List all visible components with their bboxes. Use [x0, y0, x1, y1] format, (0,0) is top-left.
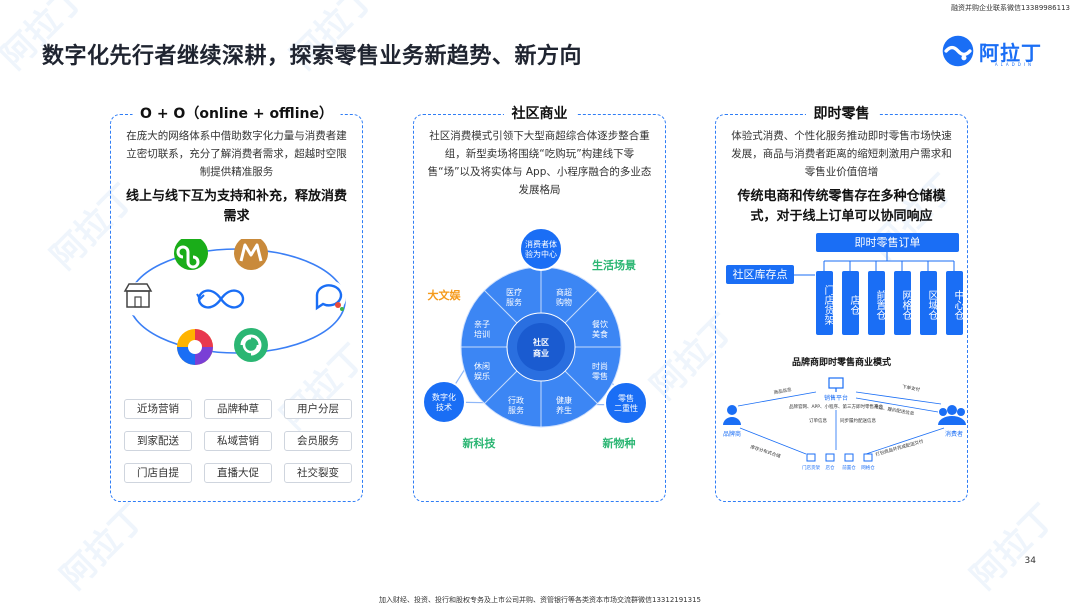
- tag-item: 社交裂变: [284, 463, 352, 483]
- flow-sync-info: 同步履约配送信息: [840, 417, 876, 424]
- community-wheel-diagram: 社区 商业 医疗 服务 商超 购物 餐饮 美食 时尚 零售 健康 养生 行政 服…: [422, 227, 648, 450]
- warehouse-item: 前置仓: [868, 271, 885, 335]
- wheel-center-label-1: 社区: [532, 337, 549, 347]
- segment-health: 健康: [556, 395, 572, 405]
- chat-bubble-icon: [312, 280, 346, 314]
- instant-retail-panel: 即时零售 体验式消费、个性化服务推动即时零售市场快速发展，商品与消费者距离的缩短…: [715, 103, 968, 502]
- warehouse-item: 网格仓: [894, 271, 911, 335]
- page-title: 数字化先行者继续深耕，探索零售业务新趋势、新方向: [42, 44, 583, 69]
- green-app-icon: [234, 328, 268, 362]
- photo-app-icon: [177, 329, 213, 365]
- o2o-highlight: 线上与线下互为支持和补充，释放消费需求: [125, 189, 347, 224]
- contact-note: 融资并购企业联系微信13389986113: [951, 4, 1070, 12]
- flow-delivery-info: 商品、履约配送信息: [874, 403, 916, 417]
- tag-item: 到家配送: [124, 431, 192, 451]
- warehouse-list: 门店货架 店仓 前置仓 网格仓 区域仓 中心仓: [816, 271, 966, 335]
- o2o-title: O + O（online + offline）: [132, 103, 341, 123]
- watermark: 阿拉丁: [963, 496, 1064, 598]
- brand-label: 品牌商: [723, 430, 741, 438]
- svg-text:验为中心: 验为中心: [525, 249, 557, 259]
- storage-node-label: 门店货架: [802, 464, 820, 471]
- infinity-loop-icon: [196, 289, 245, 309]
- brand-app-icon: [234, 239, 268, 270]
- instant-highlight: 传统电商和传统零售存在多种仓储模式，对于线上订单可以协同响应: [737, 189, 946, 224]
- instant-order-box: 即时零售订单: [816, 233, 959, 252]
- o2o-ecosystem-diagram: [121, 239, 346, 365]
- brand-person-icon: [723, 405, 741, 425]
- segment-fashion: 时尚: [592, 361, 608, 371]
- flow-stock: 库存分布式仓储: [749, 443, 782, 460]
- instant-title: 即时零售: [805, 103, 878, 123]
- flow-product-info: 商品信息: [773, 386, 792, 396]
- o2o-description: 在庞大的网络体系中借助数字化力量与消费者建立密切联系，充分了解消费者需求，超越时…: [126, 130, 347, 178]
- logo-subtext: ALADDIN: [994, 62, 1034, 67]
- community-description: 社区消费模式引领下大型商超综合体逐步整合重组，新型卖场将围绕“吃购玩”构建线下零…: [427, 130, 652, 196]
- wheel-center-label-2: 商业: [533, 348, 549, 358]
- svg-text:美食: 美食: [592, 329, 608, 339]
- footer-note: 加入财经、投资、投行和股权专务及上市公司并购、资管银行等各类资本市场交流群微信1…: [379, 596, 701, 604]
- segment-leisure: 休闲: [474, 361, 490, 371]
- flow-pack-deliver: 打包商品并完成配送交付: [875, 437, 925, 458]
- segment-supermarket: 商超: [556, 287, 572, 297]
- page-number: 34: [1024, 556, 1036, 566]
- svg-text:养生: 养生: [556, 405, 572, 415]
- business-model-title: 品牌商即时零售商业模式: [791, 358, 891, 368]
- warehouse-item: 区域仓: [920, 271, 937, 335]
- node-consumer-experience: 消费者体: [525, 239, 557, 249]
- instant-description: 体验式消费、个性化服务推动即时零售市场快速发展，商品与消费者距离的缩短刺激用户需…: [731, 130, 952, 178]
- o2o-tag-grid: 近场营销 品牌种草 用户分层 到家配送 私域营销 会员服务 门店自提 直播大促 …: [124, 399, 354, 483]
- label-new-tech: 新科技: [463, 436, 497, 450]
- svg-text:服务: 服务: [508, 405, 524, 415]
- segment-medical: 医疗: [506, 287, 522, 297]
- business-model-diagram: 品牌商 消费者 销售平台 品牌官网、APP、小程序、第三方即时零售平台 商品信息…: [723, 377, 966, 471]
- mini-program-icon: [174, 239, 208, 270]
- flow-order-pay: 下单支付: [902, 383, 921, 393]
- consumer-label: 消费者: [945, 430, 963, 438]
- community-panel: 社区商业 社区消费模式引领下大型商超综合体逐步整合重组，新型卖场将围绕“吃购玩”…: [413, 103, 666, 502]
- label-entertainment: 大文娱: [428, 288, 462, 302]
- warehouse-item: 中心仓: [946, 271, 963, 335]
- storage-node-label: 店仓: [826, 464, 835, 471]
- platform-desc: 品牌官网、APP、小程序、第三方即时零售平台: [789, 403, 884, 410]
- svg-text:零售: 零售: [592, 371, 608, 381]
- community-title: 社区商业: [503, 103, 576, 123]
- platform-label: 销售平台: [824, 394, 848, 402]
- tag-item: 私域营销: [204, 431, 272, 451]
- watermark: 阿拉丁: [53, 496, 154, 598]
- svg-text:娱乐: 娱乐: [474, 371, 490, 381]
- brand-logo: 阿拉丁: [941, 34, 1042, 68]
- stock-point-box: 社区库存点: [726, 265, 794, 284]
- svg-text:培训: 培训: [474, 329, 490, 339]
- consumer-group-icon: [938, 405, 966, 425]
- storage-node-label: 网格仓: [861, 464, 875, 471]
- store-icon: [121, 282, 155, 316]
- label-new-species: 新物种: [603, 436, 636, 450]
- tag-item: 用户分层: [284, 399, 352, 419]
- storage-node-icons: [806, 453, 873, 462]
- svg-text:技术: 技术: [436, 402, 452, 412]
- svg-text:服务: 服务: [506, 297, 522, 307]
- tag-item: 会员服务: [284, 431, 352, 451]
- monitor-icon: [828, 377, 844, 392]
- tag-item: 门店自提: [124, 463, 192, 483]
- node-retail-duality: 零售: [618, 393, 634, 403]
- node-digital-tech: 数字化: [432, 392, 456, 402]
- tag-item: 直播大促: [204, 463, 272, 483]
- tag-item: 近场营销: [124, 399, 192, 419]
- logo-text: 阿拉丁: [979, 40, 1042, 65]
- o2o-panel: O + O（online + offline） 在庞大的网络体系中借助数字化力量…: [110, 103, 363, 502]
- svg-text:购物: 购物: [556, 297, 572, 307]
- segment-admin: 行政: [508, 395, 524, 405]
- flow-order-info: 订单信息: [809, 417, 827, 424]
- label-life-scene: 生活场景: [592, 258, 636, 272]
- segment-dining: 餐饮: [592, 319, 608, 329]
- warehouse-item: 店仓: [842, 271, 859, 335]
- warehouse-item: 门店货架: [816, 271, 833, 335]
- segment-parenting: 亲子: [474, 319, 490, 329]
- order-tree-connectors: [794, 252, 955, 276]
- svg-text:二重性: 二重性: [614, 403, 638, 413]
- storage-node-label: 前置仓: [842, 464, 856, 471]
- aladdin-logo-icon: [942, 35, 974, 67]
- tag-item: 品牌种草: [204, 399, 272, 419]
